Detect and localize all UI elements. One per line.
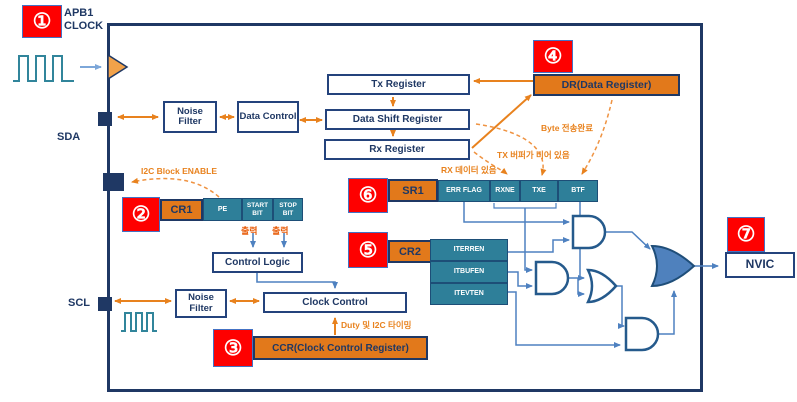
badge-5-number: ⑤ [358, 238, 378, 262]
duty-timing-annotation: Duty 및 I2C 타이밍 [341, 320, 412, 330]
badge-2-number: ② [131, 203, 151, 226]
data-control-block: Data Control [237, 101, 299, 133]
badge-4-number: ④ [543, 45, 563, 68]
cr2-register: CR2 [388, 240, 432, 263]
cr1-bit-stop: STOP BIT [273, 198, 303, 221]
dashed-annotation-arrows [131, 99, 613, 198]
badge-7: ⑦ [727, 217, 765, 252]
scl-label: SCL [68, 297, 90, 309]
cr2-bit-iterren: ITERREN [430, 239, 508, 261]
tx-buffer-empty-annotation: TX 버퍼가 비어 있음 [497, 150, 570, 160]
sr1-bit-rxne: RXNE [490, 180, 520, 202]
cr1-register: CR1 [160, 199, 203, 221]
badge-4: ④ [533, 40, 573, 73]
sr1-bit-errflag: ERR FLAG [438, 180, 490, 202]
enable-pin [103, 173, 124, 191]
rx-register-block: Rx Register [324, 139, 470, 160]
clock-control-block: Clock Control [263, 292, 407, 313]
badge-1-number: ① [32, 10, 52, 33]
control-wires [250, 233, 338, 289]
orange-data-arrows [114, 78, 533, 335]
badge-2: ② [122, 197, 160, 232]
byte-complete-annotation: Byte 전송완료 [541, 123, 594, 133]
i2c-block-enable-annotation: I2C Block ENABLE [141, 166, 218, 176]
noise-filter-bottom-block: Noise Filter [175, 289, 227, 318]
scl-pin [98, 297, 112, 311]
cr2-bit-itbufen: ITBUFEN [430, 261, 508, 283]
cr2-bit-itevten: ITEVTEN [430, 283, 508, 305]
tx-register-block: Tx Register [327, 74, 470, 95]
sr1-bit-txe: TXE [520, 180, 558, 202]
interrupt-wires [463, 201, 719, 348]
badge-1: ① [22, 5, 62, 38]
dr-register: DR(Data Register) [533, 74, 680, 96]
and-gate-error-icon [571, 214, 607, 250]
or-gate-interrupt-output-icon [650, 244, 696, 288]
badge-6-number: ⑥ [358, 184, 378, 207]
and-gate-buffer-icon [534, 260, 570, 296]
sda-pin [98, 112, 112, 126]
nvic-block: NVIC [725, 252, 795, 278]
or-gate-event-icon [585, 268, 618, 304]
badge-6: ⑥ [348, 178, 388, 213]
ccr-register: CCR(Clock Control Register) [253, 336, 428, 360]
apb1-clock-label: APB1 CLOCK [64, 7, 104, 32]
badge-3: ③ [213, 329, 253, 367]
control-logic-block: Control Logic [212, 252, 303, 273]
cr1-bit-start: START BIT [242, 198, 273, 221]
sr1-bit-btf: BTF [558, 180, 598, 202]
sda-label: SDA [57, 131, 81, 143]
data-shift-register-block: Data Shift Register [325, 109, 470, 130]
and-gate-event-enable-icon [624, 316, 660, 352]
scl-clock-waveform-icon [121, 312, 157, 332]
badge-7-number: ⑦ [736, 223, 756, 246]
noise-filter-top-block: Noise Filter [163, 101, 217, 133]
apb1-clock-waveform-icon [13, 55, 74, 82]
sr1-register: SR1 [388, 179, 438, 202]
cr1-bit-pe: PE [203, 198, 242, 221]
clock-buffer-icon [107, 53, 129, 81]
badge-3-number: ③ [223, 336, 243, 360]
rx-data-annotation: RX 데이터 있음 [441, 165, 497, 175]
badge-5: ⑤ [348, 232, 388, 268]
rxne-txe-bracket [493, 203, 557, 209]
output-stop-annotation: 출력 [272, 226, 289, 236]
output-start-annotation: 출력 [241, 226, 258, 236]
i2c-peripheral-boundary [107, 23, 703, 392]
